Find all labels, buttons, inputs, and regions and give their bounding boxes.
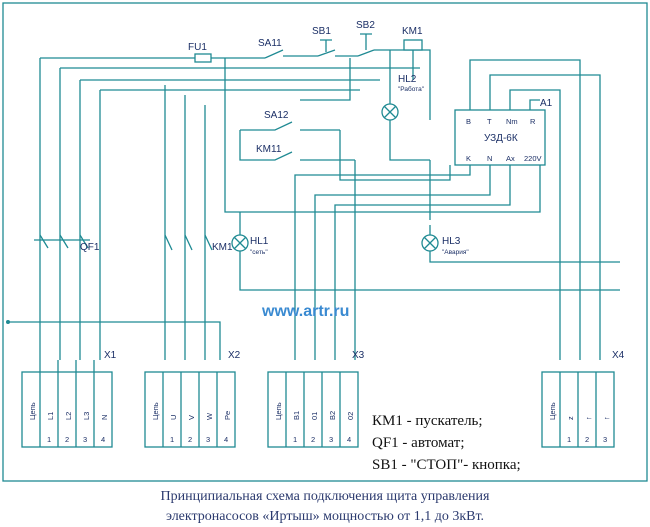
label-hl2: HL2 <box>398 74 417 85</box>
x3-num-3: 3 <box>329 435 333 444</box>
watermark: www.artr.ru <box>261 303 349 320</box>
x2-label-3: W <box>205 412 214 420</box>
label-sb2: SB2 <box>356 20 375 31</box>
x4-label-1: z <box>566 416 575 420</box>
uzd-pin-t: T <box>487 117 492 126</box>
label-hl3: HL3 <box>442 236 461 247</box>
x4-label-2: ↑ <box>584 416 593 420</box>
uzd-pin-nm: Nm <box>506 117 518 126</box>
legend-line-2: QF1 - автомат; <box>372 435 465 451</box>
uzd-pin-ax: Ax <box>506 154 515 163</box>
x3-label-3: B2 <box>328 411 337 420</box>
x2-num-4: 4 <box>224 435 228 444</box>
x1-num-1: 1 <box>47 435 51 444</box>
terminal-x2-name: X2 <box>228 350 241 361</box>
x3-label-0: Цепь <box>274 402 283 420</box>
x2-label-4: Pe <box>223 411 232 420</box>
terminal-x4-name: X4 <box>612 350 625 361</box>
terminal-x1-name: X1 <box>104 350 117 361</box>
label-hl1-sub: "сеть" <box>250 249 268 256</box>
frame <box>2 2 648 482</box>
uzd-pin-220v: 220V <box>524 154 542 163</box>
uzd-pin-r: R <box>530 117 536 126</box>
x3-num-1: 1 <box>293 435 297 444</box>
legend-line-1: КМ1 - пускатель; <box>372 413 483 429</box>
x2-label-0: Цепь <box>151 402 160 420</box>
uzd-6k-module <box>454 109 546 166</box>
terminal-x3-name: X3 <box>352 350 365 361</box>
x4-num-1: 1 <box>567 435 571 444</box>
x2-num-2: 2 <box>188 435 192 444</box>
uzd-pin-k: K <box>466 154 471 163</box>
x4-num-2: 2 <box>585 435 589 444</box>
legend-line-3: SB1 - "СТОП"- кнопка; <box>372 457 521 473</box>
x2-label-1: U <box>169 415 178 420</box>
x3-num-2: 2 <box>311 435 315 444</box>
x3-label-2: 01 <box>310 412 319 420</box>
x3-num-4: 4 <box>347 435 351 444</box>
label-sb1: SB1 <box>312 26 331 37</box>
x2-num-3: 3 <box>206 435 210 444</box>
terminal-x4 <box>541 371 615 448</box>
neutral-node <box>6 320 10 324</box>
x3-label-4: 02 <box>346 412 355 420</box>
fu1-fuse <box>194 53 212 63</box>
x1-label-2: L2 <box>64 412 73 420</box>
x2-num-1: 1 <box>170 435 174 444</box>
uzd-pin-n: N <box>487 154 492 163</box>
x3-label-1: B1 <box>292 411 301 420</box>
caption-line-2: электронасосов «Иртыш» мощностью от 1,1 … <box>166 509 484 524</box>
uzd-pin-b: B <box>466 117 471 126</box>
label-sa12: SA12 <box>264 110 289 121</box>
terminal-x3 <box>267 371 359 448</box>
x2-label-2: V <box>187 415 196 420</box>
km1-coil <box>403 39 423 51</box>
label-km11: KM11 <box>256 144 282 155</box>
label-sa11: SA11 <box>258 38 282 49</box>
terminal-x1 <box>21 360 113 448</box>
x1-num-2: 2 <box>65 435 69 444</box>
x1-label-3: L3 <box>82 412 91 420</box>
uzd-title: УЗД-6К <box>484 133 518 144</box>
x1-label-4: N <box>100 415 109 420</box>
x1-num-3: 3 <box>83 435 87 444</box>
label-hl1: HL1 <box>250 236 269 247</box>
x4-label-3: ↑ <box>602 416 611 420</box>
label-hl2-sub: "Работа" <box>398 85 425 93</box>
label-hl3-sub: "Авария" <box>442 249 469 256</box>
label-fu1: FU1 <box>188 42 207 53</box>
label-km1-coil: KM1 <box>402 26 423 37</box>
label-a1: A1 <box>540 98 553 109</box>
terminal-x2 <box>144 371 236 448</box>
x1-label-0: Цепь <box>28 402 37 420</box>
x4-num-3: 3 <box>603 435 607 444</box>
wires <box>6 33 620 360</box>
x1-label-1: L1 <box>46 412 55 420</box>
label-km1-main: KM1 <box>212 242 233 253</box>
x4-label-0: Цепь <box>548 402 557 420</box>
label-qf1: QF1 <box>80 242 100 253</box>
caption-line-1: Принципиальная схема подключения щита уп… <box>161 489 490 504</box>
x1-num-4: 4 <box>101 435 105 444</box>
